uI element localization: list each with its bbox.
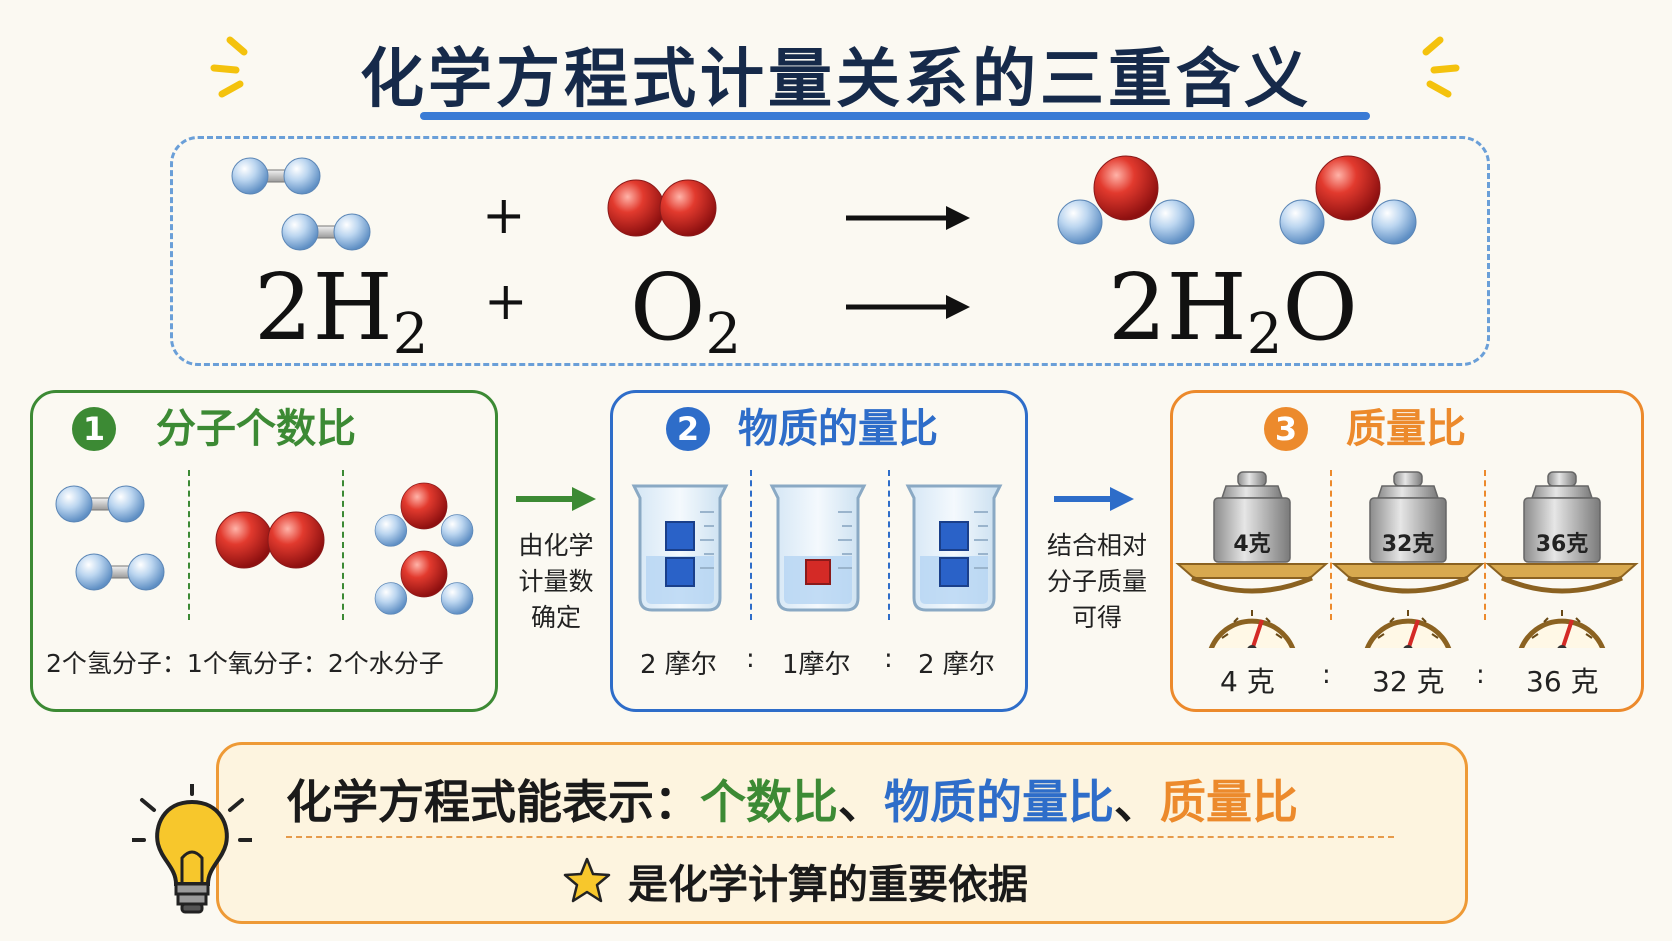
scale-icon (1178, 564, 1326, 648)
ratio-separator: : (884, 644, 893, 674)
summary-subtext: 是化学计算的重要依据 (628, 862, 1028, 908)
oxygen-molecule-icon (215, 511, 325, 569)
water-molecule-icon (1279, 155, 1417, 245)
beaker-icon (632, 484, 728, 612)
weight-label: 4克 (1233, 532, 1271, 557)
ratio-separator: : (746, 644, 755, 674)
water-molecule-icon (374, 482, 474, 547)
beaker-icon (906, 484, 1002, 612)
hydrogen-molecule-icon (231, 157, 321, 195)
panel-number-badge: 3 (1264, 407, 1308, 451)
ratio-value: 2 摩尔 (918, 650, 995, 680)
hydrogen-molecule-icon (281, 213, 371, 251)
oxygen-molecule-icon (607, 179, 717, 237)
beaker-icon (770, 484, 866, 612)
summary-box (216, 742, 1468, 924)
water-molecule-icon (374, 550, 474, 615)
panel-molecule-count-ratio (30, 390, 498, 712)
weight-label: 36克 (1535, 532, 1589, 557)
ratio-value: 36 克 (1526, 665, 1599, 698)
panel2-beakers (632, 484, 1002, 612)
ratio-value: 32 克 (1372, 665, 1445, 698)
arrow-label: 结合相对分子质量可得 (1046, 531, 1147, 632)
ratio-separator: : (1322, 660, 1331, 690)
divider (1484, 470, 1486, 620)
title-underline (420, 112, 1370, 120)
scale-icon (1334, 564, 1482, 648)
panel-title: 物质的量比 (738, 406, 938, 452)
hydrogen-molecule-icon (55, 485, 145, 523)
panel-mass-ratio (1170, 390, 1644, 712)
ratio-separator: : (1476, 660, 1485, 690)
ratio-row: 2个氢分子：1个氧分子：2个水分子 (46, 649, 444, 678)
panel-title: 质量比 (1346, 406, 1466, 452)
hydrogen-molecule-icon (75, 553, 165, 591)
plus-sign-top: + (482, 186, 526, 246)
arrow-right-icon (516, 487, 596, 511)
panel3-scales (1170, 471, 1644, 648)
arrow-right-icon (846, 295, 970, 319)
page-title: 化学方程式计量关系的三重含义 (360, 43, 1312, 117)
panel1-molecules (55, 482, 474, 615)
plus-sign: + (484, 272, 528, 332)
ratio-value: 4 克 (1220, 665, 1275, 698)
summary-statement: 化学方程式能表示：个数比、物质的量比、质量比 (286, 775, 1298, 829)
arrow-right-icon (846, 206, 970, 230)
arrow-right-icon (1054, 487, 1134, 511)
divider (888, 470, 890, 620)
divider (188, 470, 190, 620)
panel-title: 分子个数比 (156, 406, 356, 452)
product-h2o: 2H2O (1108, 254, 1358, 367)
equation-box (170, 136, 1490, 366)
equation-molecules (231, 155, 1417, 251)
ratio-value: 2 摩尔 (640, 650, 717, 680)
ratio-value: 1摩尔 (782, 650, 851, 680)
reactant-o2: O2 (630, 254, 742, 367)
reactant-h2: 2H2 (254, 254, 429, 367)
lightbulb-icon (132, 784, 252, 914)
divider (750, 470, 752, 620)
panel-number-badge: 1 (72, 407, 116, 451)
divider (1330, 470, 1332, 620)
arrow-label: 由化学计量数确定 (518, 531, 594, 632)
summary-divider (286, 836, 1394, 838)
divider (342, 470, 344, 620)
sparkle-icon-right (1422, 36, 1460, 98)
weight-label: 32克 (1381, 532, 1435, 557)
scale-icon (1488, 564, 1636, 648)
water-molecule-icon (1057, 155, 1195, 245)
sparkle-icon-left (210, 36, 248, 98)
panel-mole-ratio (610, 390, 1028, 712)
star-icon (563, 857, 611, 903)
panel-number-badge: 2 (666, 407, 710, 451)
